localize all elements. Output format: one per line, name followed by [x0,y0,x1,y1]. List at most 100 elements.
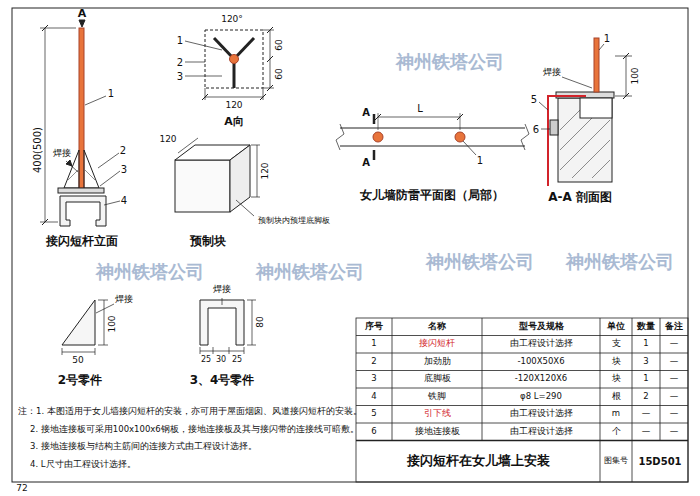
section-aa-part [558,98,612,182]
part-2-part [62,300,95,345]
prefab-block-part [251,145,260,146]
table-cell: 加劲肋 [424,357,451,366]
table-cell: m [612,410,620,419]
table-cell: 2 [643,392,648,401]
prefab-block-part [230,145,250,212]
section-aa-part [548,96,586,186]
dimension: 100 [631,67,641,84]
table-cell: 支 [612,340,621,349]
part-caption: 2号零件 [58,374,102,387]
part-3-4-part [229,347,230,354]
table-cell: 接地连接板 [415,427,460,436]
prefab-block [175,138,260,216]
parapet-plan-part [373,114,376,124]
table-cell: 由工程设计选择 [510,427,573,436]
parts-table-part [356,370,688,371]
section-marker: A [362,157,370,168]
parapet-plan-part [463,141,476,155]
part-3-4-part [244,347,245,354]
part-caption: 3、4号零件 [190,374,255,387]
section-marker: A [362,107,370,118]
parapet-plan-part [340,128,525,129]
table-cell: 1 [643,340,648,349]
parts-table-part [356,388,688,389]
part-3-4-part [222,298,223,305]
parts-table-part [356,353,688,354]
table-header: 备注 [665,322,683,331]
table-cell: 块 [612,357,621,366]
rod-elevation-part [42,219,48,225]
a-view-part [267,85,273,91]
callout-number: 5 [531,94,537,105]
atlas-number: 15D501 [638,456,681,467]
a-view-part [205,30,263,88]
angle-label: 120° [221,15,243,25]
page-number: 72 [16,484,27,494]
a-view-part [202,94,208,100]
section-aa-part [615,96,632,97]
table-cell: 3 [371,375,376,384]
table-cell: 块 [612,375,621,384]
callout-number: 1 [604,33,610,44]
table-cell: 根 [612,392,621,401]
section-aa-part [623,93,629,99]
weld-note: 焊接 [213,285,231,295]
table-cell: 4 [371,392,376,401]
part-3-4-part [213,347,214,354]
view-caption: A-A 剖面图 [548,191,612,204]
parapet-plan-part [373,132,383,142]
part-3-4-part [252,300,253,345]
table-cell: 1 [643,375,648,384]
table-cell: — [642,427,651,436]
parapet-plan-part [460,113,461,130]
parapet-plan-part [378,113,379,130]
a-view-part [263,88,264,100]
section-aa-part [592,160,610,178]
prefab-block-part [178,138,198,153]
parts-table-part [660,318,661,441]
section-aa-part [626,56,627,96]
section-aa-part [599,44,604,50]
callout-number: 1 [177,35,183,46]
callout-number: 3 [121,164,127,175]
section-aa-part [572,140,610,178]
rod-elevation-part [85,170,95,180]
parts-table-part [356,318,688,482]
table-cell: — [670,340,679,349]
note-line: 2. 接地连接板可采用100x100x6钢板，接地连接板及其与接闪带的连接线可暗… [30,425,359,434]
parapet-plan-part [521,124,529,150]
dimension: L [417,103,423,114]
dimension: 120 [261,162,271,179]
part-2 [62,300,114,355]
parts-table-part [356,405,688,406]
rod-elevation-part [98,153,119,168]
dimension: 25 [201,356,211,365]
view-caption: 女儿墙防雷平面图（局部） [360,189,504,202]
table-cell: 由工程设计选择 [510,340,573,349]
sheet-frame-part [12,8,688,482]
part-2-part [98,300,108,301]
dimension: 400(500) [32,127,43,173]
rod-elevation-part [58,188,104,193]
a-view [185,27,274,100]
table-header: 序号 [365,322,383,331]
part-3-4-part [200,347,201,354]
part-2-part [95,348,96,355]
parts-table-part [632,318,633,482]
table-header: 型号及规格 [519,322,564,331]
table-cell: 引下线 [424,410,451,419]
callout-number: 4 [121,195,127,206]
note-line: 注：1. 本图适用于女儿墙接闪短杆的安装，亦可用于屋面烟囱、风道接闪短杆的安装。 [18,407,362,416]
parapet-plan-part [373,150,376,160]
part-2-part [104,300,105,345]
rod-elevation-part [84,150,99,188]
weld-note: 焊接 [53,149,71,159]
rod-elevation-part [45,28,46,222]
note-line: 3. 接地连接板与结构主筋间的连接方式由工程设计选择。 [30,442,257,451]
callout-number: 3 [177,71,183,82]
part-note: 预制块内预埋底脚板 [258,217,330,226]
parapet-plan-part [375,114,381,120]
callout-number: 1 [108,88,114,99]
table-cell: 个 [612,427,621,436]
table-cell: — [670,392,679,401]
